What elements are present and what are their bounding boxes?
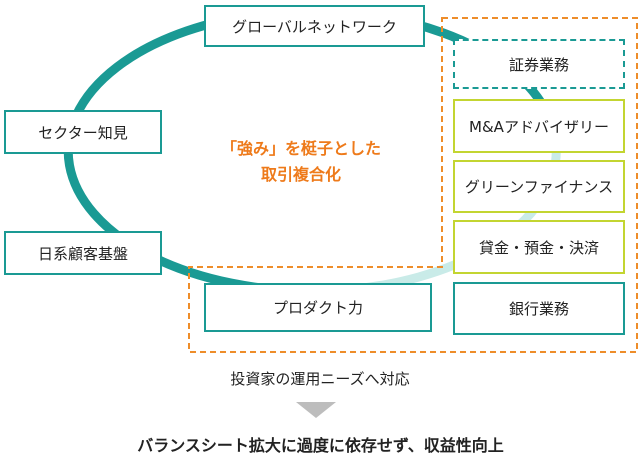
- lending-deposit-settlement-box: 貸金・預金・決済: [453, 220, 625, 274]
- banking-label: 銀行業務: [508, 300, 569, 318]
- investor-needs-text: 投資家の運用ニーズへ対応: [230, 370, 410, 388]
- ma-advisory-box: M&Aアドバイザリー: [453, 99, 625, 153]
- green-finance-box: グリーンファイナンス: [453, 160, 625, 213]
- global-network-label: グローバルネットワーク: [232, 17, 397, 36]
- green-finance-label: グリーンファイナンス: [464, 178, 614, 196]
- center-headline-line1: 「強み」を梃子とした: [220, 139, 381, 158]
- securities-box: 証券業務: [453, 39, 625, 89]
- sector-knowledge-box: セクター知見: [4, 110, 162, 154]
- center-headline-line2: 取引複合化: [260, 165, 341, 184]
- center-headline: 「強み」を梃子とした 取引複合化: [178, 136, 424, 188]
- down-arrow-icon: [296, 402, 336, 418]
- product-capability-label: プロダクト力: [272, 299, 363, 317]
- global-network-box: グローバルネットワーク: [204, 5, 425, 47]
- japanese-client-base-label: 日系顧客基盤: [37, 244, 128, 263]
- sector-knowledge-label: セクター知見: [38, 123, 128, 142]
- lending-deposit-settlement-label: 貸金・預金・決済: [478, 238, 599, 257]
- securities-label: 証券業務: [508, 55, 569, 74]
- ma-advisory-label: M&Aアドバイザリー: [469, 117, 609, 136]
- conclusion-text: バランスシート拡大に過度に依存せず、収益性向上: [137, 436, 504, 455]
- japanese-client-base-box: 日系顧客基盤: [4, 231, 162, 275]
- orange-dashed-outline: [188, 17, 638, 353]
- product-capability-box: プロダクト力: [204, 283, 432, 332]
- banking-box: 銀行業務: [453, 282, 625, 335]
